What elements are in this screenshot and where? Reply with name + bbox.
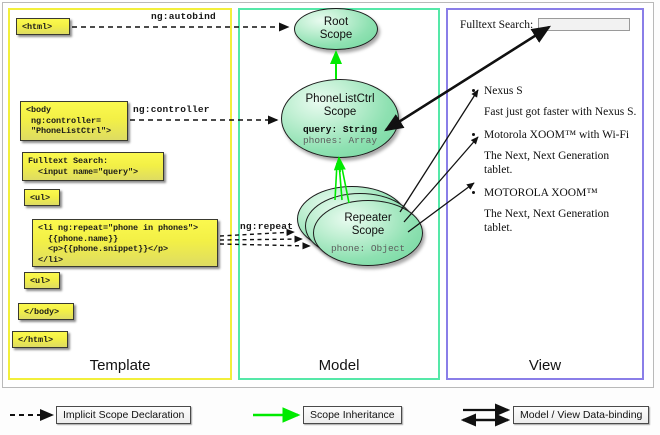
repeater-scope-title: Repeater Scope — [314, 201, 422, 238]
phone-snippet: Fast just got faster with Nexus S. — [484, 106, 637, 118]
list-item: MOTOROLA XOOM™ The Next, Next Generation… — [468, 186, 640, 235]
list-item: Nexus S Fast just got faster with Nexus … — [468, 84, 640, 119]
body-close-tag-box: </body> — [18, 303, 74, 320]
repeater-scope-props: phone: Object — [314, 243, 422, 254]
repeater-scope-prop-phone: phone: Object — [330, 243, 406, 254]
bullet-icon — [472, 89, 475, 92]
repeater-scope-title-line-2: Scope — [351, 225, 385, 237]
ul-close-tag-box: <ul> — [24, 272, 60, 289]
view-search-input[interactable] — [538, 18, 631, 31]
phone-name-text: Nexus S — [484, 85, 523, 97]
phone-name: Nexus S — [468, 84, 640, 98]
repeater-scope: Repeater Scope phone: Object — [313, 200, 423, 266]
bullet-icon — [472, 191, 475, 194]
phone-name-text: Motorola XOOM™ with Wi-Fi — [484, 129, 630, 141]
phonelistctrl-scope-title-line-2: Scope — [323, 106, 357, 118]
root-scope-title: Root Scope — [295, 9, 377, 42]
legend: Implicit Scope Declaration Scope Inherit… — [0, 396, 660, 435]
repeater-scope-title-line-1: Repeater — [344, 212, 392, 224]
phonelistctrl-scope-props: query: String phones: Array — [282, 124, 398, 146]
phone-snippet: The Next, Next Generation tablet. — [484, 150, 610, 176]
list-item: Motorola XOOM™ with Wi-Fi The Next, Next… — [468, 128, 640, 177]
legend-scope-inheritance-label: Scope Inheritance — [303, 406, 402, 424]
root-scope-title-line-2: Scope — [319, 29, 353, 41]
phonelistctrl-scope-prop-phones: phones: Array — [302, 135, 378, 146]
column-title-model: Model — [318, 357, 360, 374]
legend-implicit-scope-declaration: Implicit Scope Declaration — [0, 396, 210, 435]
legend-implicit-scope-declaration-label: Implicit Scope Declaration — [56, 406, 192, 424]
ng-controller-label: ng:controller — [133, 104, 210, 115]
phone-snippet: The Next, Next Generation tablet. — [484, 208, 610, 234]
ng-autobind-label: ng:autobind — [151, 11, 216, 22]
phonelistctrl-scope-prop-query: query: String — [302, 124, 378, 135]
view-search-row: Fulltext Search: — [460, 18, 631, 31]
fulltext-search-box: Fulltext Search: <input name="query"> — [22, 152, 164, 181]
view-panel: Fulltext Search: Nexus S Fast just got f… — [454, 14, 638, 370]
legend-model-view-data-binding: Model / View Data-binding — [0, 396, 660, 435]
ng-repeat-label: ng:repeat — [240, 221, 294, 232]
column-template: Template — [8, 8, 232, 380]
phonelistctrl-scope: PhoneListCtrl Scope query: String phones… — [281, 79, 399, 158]
li-repeat-box: <li ng:repeat="phone in phones"> {{phone… — [32, 219, 218, 267]
phonelistctrl-scope-title-line-1: PhoneListCtrl — [305, 93, 375, 105]
phone-name-text: MOTOROLA XOOM™ — [484, 187, 598, 199]
body-tag-box: <body ng:controller= "PhoneListCtrl"> — [20, 101, 128, 141]
column-title-template: Template — [89, 357, 151, 374]
view-search-label: Fulltext Search: — [460, 18, 534, 31]
column-title-view: View — [528, 357, 562, 374]
html-open-tag-box: <html> — [16, 18, 70, 35]
view-phone-list: Nexus S Fast just got faster with Nexus … — [468, 84, 640, 244]
phone-name: MOTOROLA XOOM™ — [468, 186, 640, 200]
phonelistctrl-scope-title: PhoneListCtrl Scope — [282, 80, 398, 119]
root-scope: Root Scope — [294, 8, 378, 50]
legend-model-view-data-binding-label: Model / View Data-binding — [513, 406, 650, 424]
html-close-tag-box: </html> — [12, 331, 68, 348]
phone-name: Motorola XOOM™ with Wi-Fi — [468, 128, 640, 142]
root-scope-title-line-1: Root — [323, 16, 349, 28]
legend-scope-inheritance: Scope Inheritance — [0, 396, 440, 435]
ul-open-tag-box: <ul> — [24, 189, 60, 206]
bullet-icon — [472, 133, 475, 136]
